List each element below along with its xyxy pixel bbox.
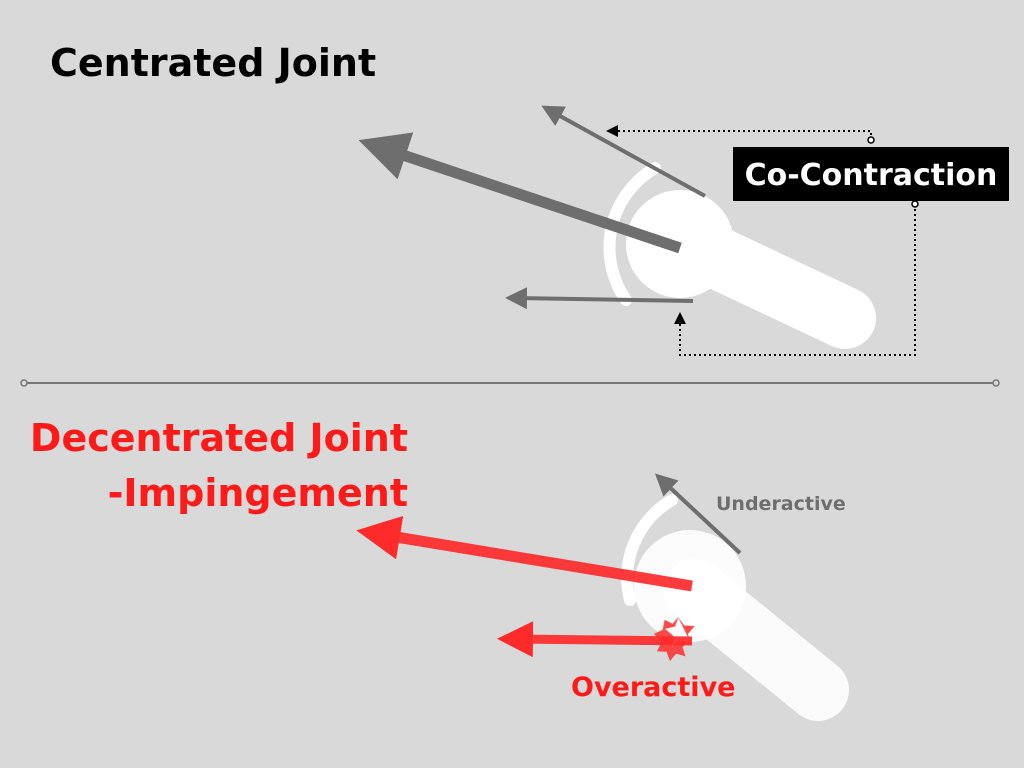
impingement-star-icon	[654, 616, 695, 662]
co-contraction-connector-bottom	[674, 204, 916, 356]
red-muscle-arrow-lower	[497, 621, 693, 658]
main-muscle-arrow	[358, 132, 682, 254]
red-muscle-arrow-large	[356, 515, 693, 592]
top-title: Centrated Joint	[50, 41, 376, 85]
centrated-joint: Co-Contraction	[358, 105, 1009, 356]
upper-muscle-arrow	[541, 105, 706, 198]
lower-muscle-arrow	[505, 287, 694, 310]
overactive-label: Overactive	[571, 672, 735, 703]
bottom-title-line2: -Impingement	[108, 471, 408, 515]
connector-dot-top	[867, 136, 875, 144]
socket-arc-decentrated	[621, 494, 678, 606]
decentrated-joint: Underactive Overactive	[356, 473, 849, 721]
section-divider	[20, 379, 1000, 387]
underactive-label: Underactive	[716, 493, 846, 515]
bottom-title-line1: Decentrated Joint	[30, 416, 408, 460]
underactive-arrow	[654, 473, 742, 555]
co-contraction-callout	[733, 147, 1009, 201]
co-contraction-connector-top	[606, 125, 872, 140]
co-contraction-label: Co-Contraction	[745, 158, 998, 193]
connector-dot-bottom	[911, 200, 919, 208]
